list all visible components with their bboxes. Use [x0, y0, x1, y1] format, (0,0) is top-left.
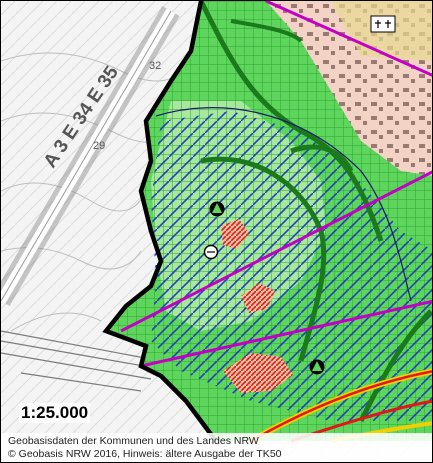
- motorway-a3: [1, 5, 180, 307]
- survey-point-icon: [209, 201, 225, 217]
- area-boundary[interactable]: [102, 1, 218, 443]
- spot-height: 32: [149, 60, 161, 72]
- map-attribution: Geobasisdaten der Kommunen und des Lande…: [1, 433, 432, 462]
- cemetery-icon: [370, 15, 396, 33]
- dark-green-boundaries: [198, 1, 432, 423]
- watercourse-line: [155, 107, 412, 302]
- attribution-line: Geobasisdaten der Kommunen und des Lande…: [8, 435, 259, 447]
- attribution-line: © Geobasis NRW 2016, Hinweis: ältere Aus…: [8, 448, 282, 460]
- landmark-circle-icon: [203, 244, 219, 260]
- power-lines[interactable]: [120, 1, 433, 368]
- railway-tracks: [1, 330, 162, 392]
- spot-height: 29: [93, 140, 105, 152]
- hazard-patches[interactable]: [221, 219, 293, 393]
- map-scale: 1:25.000: [19, 403, 91, 423]
- survey-point-icon: [309, 359, 325, 375]
